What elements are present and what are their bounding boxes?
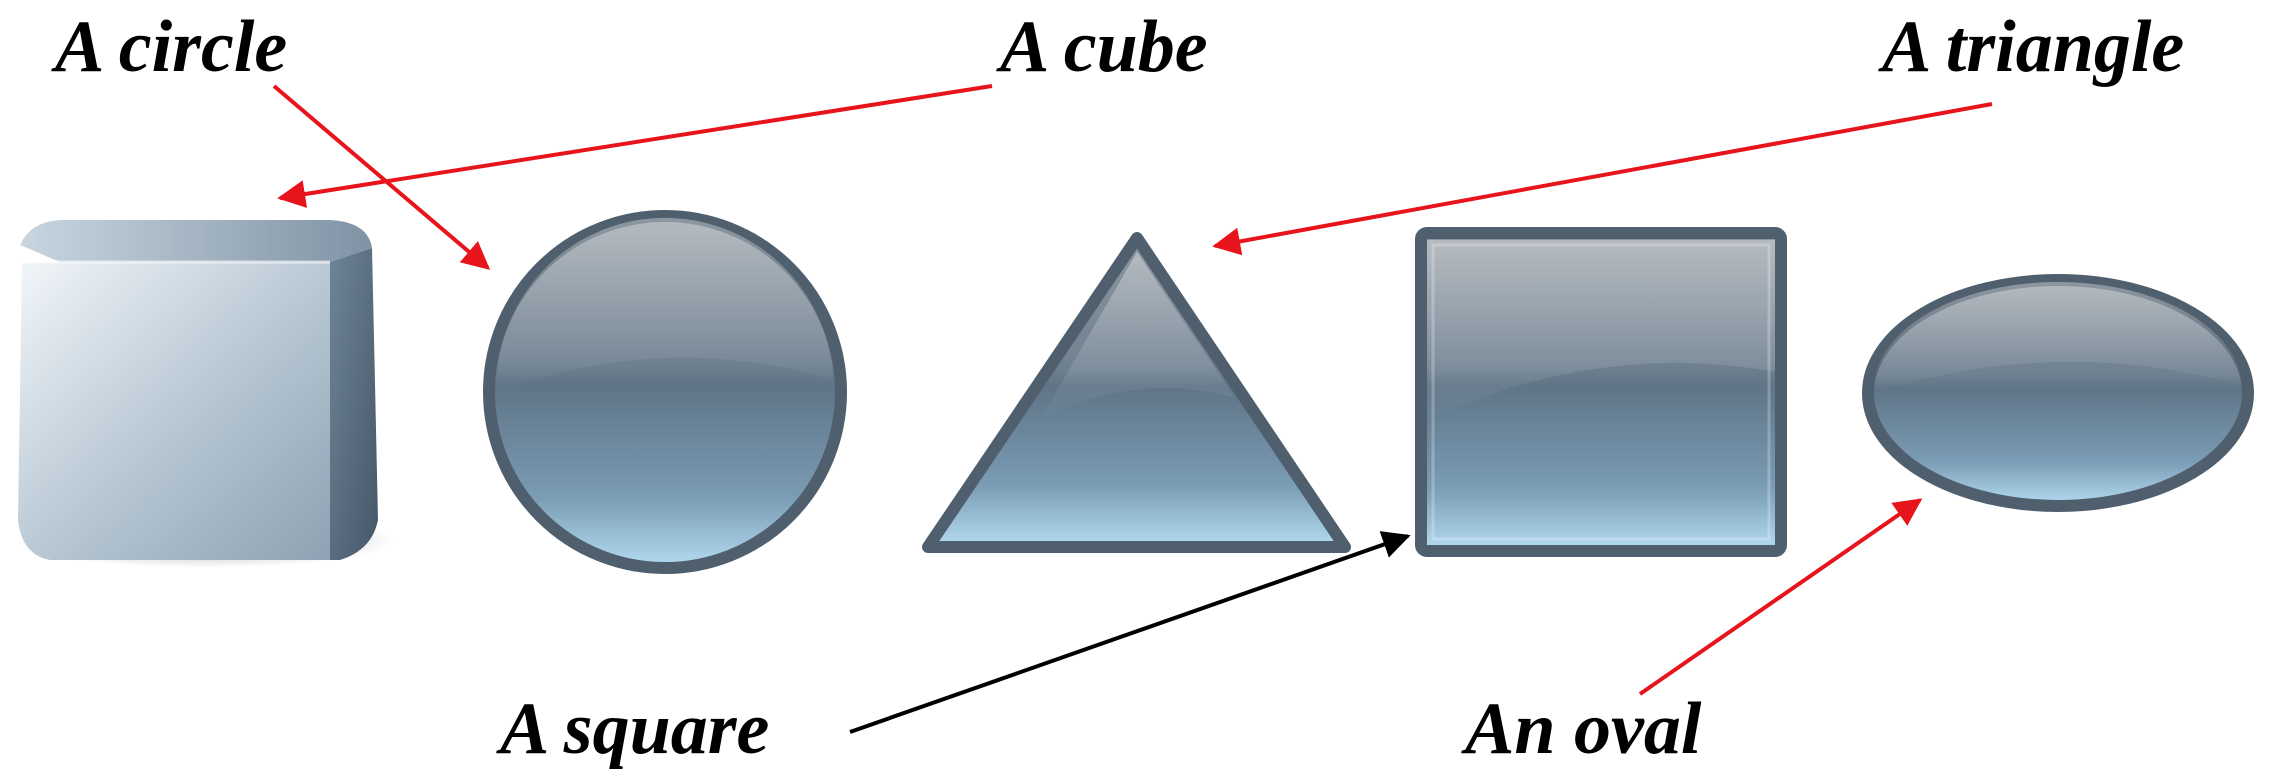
oval-arrow bbox=[1638, 498, 1923, 696]
square-icon bbox=[1415, 227, 1787, 557]
triangle-label: A triangle bbox=[1882, 6, 2185, 88]
square-label: A square bbox=[500, 688, 770, 770]
circle-arrow bbox=[272, 84, 491, 270]
square-arrow bbox=[849, 531, 1411, 734]
cube-label: A cube bbox=[1000, 6, 1208, 88]
oval-label: An oval bbox=[1465, 688, 1702, 770]
circle-icon bbox=[483, 210, 847, 574]
cube-arrow bbox=[277, 84, 993, 208]
triangle-arrow bbox=[1212, 102, 1993, 256]
circle-label: A circle bbox=[55, 6, 288, 88]
triangle-icon bbox=[922, 232, 1351, 553]
oval-icon bbox=[1862, 274, 2254, 512]
cube-icon bbox=[15, 220, 395, 568]
